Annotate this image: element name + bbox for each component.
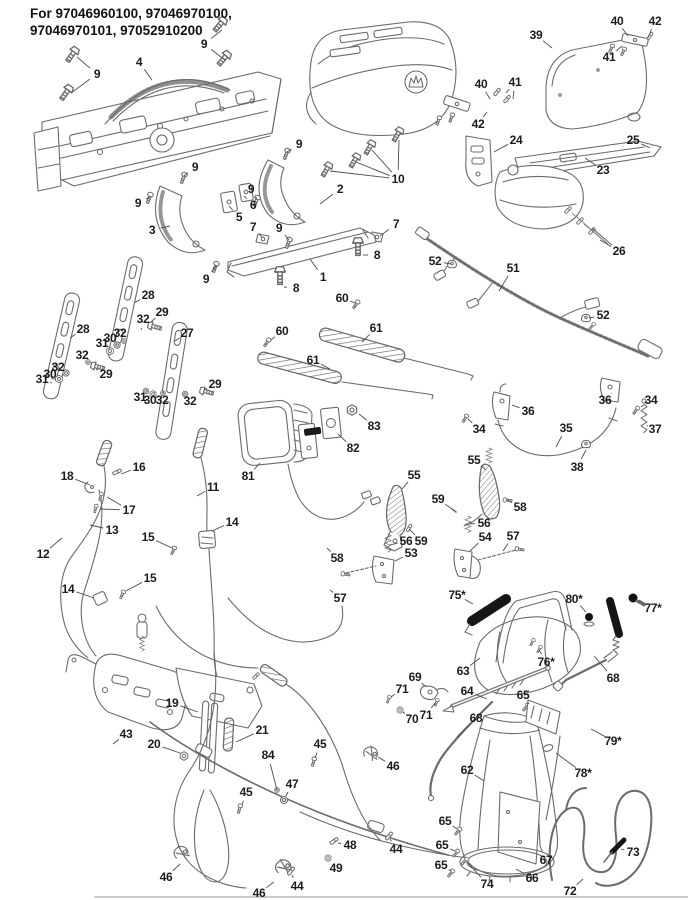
panel-39 [545, 38, 648, 130]
page-title-line2: 97046970101, 97052910200 [30, 22, 203, 38]
deflector-rod-72 [548, 787, 653, 887]
control-assembly [65, 613, 449, 856]
engine-cover [305, 21, 457, 136]
lever-cluster-left [340, 484, 413, 585]
headlight-assembly [237, 399, 381, 520]
page-title-line1: For 97046960100, 97046970100, [30, 6, 232, 21]
page-title: For 97046960100, 97046970100, 9704697010… [30, 6, 232, 40]
chute-base-assembly [465, 135, 662, 247]
handle-assembly-63 [384, 590, 646, 802]
frame-assembly [33, 71, 282, 192]
lower-bar-1 [226, 227, 377, 286]
spiral-bars-61 [257, 298, 474, 400]
cable-group-left [60, 427, 221, 685]
lower-chute-62 [445, 699, 561, 883]
cable-35-cluster [491, 377, 648, 457]
lever-cluster-center [451, 412, 525, 579]
wiring-harness-51 [415, 226, 663, 360]
skid-bars [42, 256, 215, 440]
brackets-40-41-42 [434, 31, 654, 127]
